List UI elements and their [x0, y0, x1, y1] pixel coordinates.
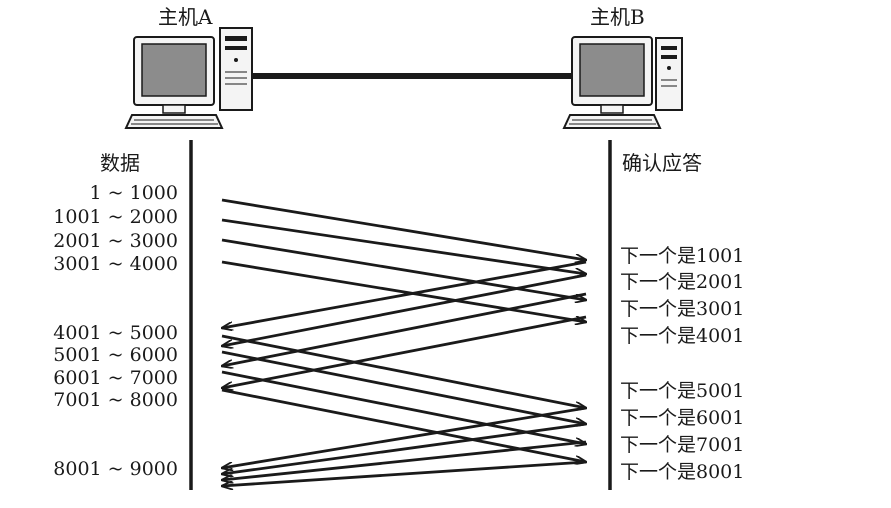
host-a-label: 主机A [158, 5, 213, 29]
data-segment-arrow [221, 260, 586, 322]
ack-label: 下一个是8001 [620, 461, 745, 483]
data-range-label: 7001 ~ 8000 [53, 389, 178, 411]
data-range-label: 4001 ~ 5000 [53, 322, 178, 344]
data-range-label: 8001 ~ 9000 [53, 458, 178, 480]
ack-arrow [222, 273, 587, 346]
ack-arrow [222, 460, 587, 486]
ack-arrow [222, 315, 587, 388]
data-segment-arrow [221, 370, 586, 444]
ack-arrow [222, 406, 587, 468]
arrows [221, 198, 587, 486]
ack-arrow [222, 422, 587, 474]
computer-b-icon [562, 36, 683, 129]
computer-a-icon [124, 27, 253, 129]
data-segment-arrow [221, 198, 586, 260]
ack-arrow [222, 260, 587, 328]
data-segment-arrow [221, 334, 586, 408]
data-range-label: 1 ~ 1000 [89, 182, 178, 204]
data-segment-arrow [221, 218, 586, 274]
ack-label: 下一个是7001 [620, 434, 745, 456]
host-b-label: 主机B [590, 5, 645, 29]
data-range-label: 2001 ~ 3000 [53, 230, 178, 252]
ack-arrow [222, 292, 587, 366]
ack-arrow [222, 440, 587, 480]
ack-label: 下一个是1001 [620, 245, 745, 267]
data-segment-arrow [221, 350, 586, 424]
ack-label: 下一个是4001 [620, 325, 745, 347]
data-segment-arrow [221, 388, 586, 462]
ack-label: 下一个是3001 [620, 298, 745, 320]
data-range-label: 1001 ~ 2000 [53, 206, 178, 228]
data-column-title: 数据 [100, 151, 140, 175]
data-segment-arrow [221, 238, 586, 300]
data-range-label: 6001 ~ 7000 [53, 367, 178, 389]
ack-label: 下一个是5001 [620, 380, 745, 402]
data-range-label: 5001 ~ 6000 [53, 344, 178, 366]
ack-column-title: 确认应答 [622, 151, 702, 175]
ack-label: 下一个是2001 [620, 271, 745, 293]
data-range-label: 3001 ~ 4000 [53, 253, 178, 275]
ack-label: 下一个是6001 [620, 407, 745, 429]
